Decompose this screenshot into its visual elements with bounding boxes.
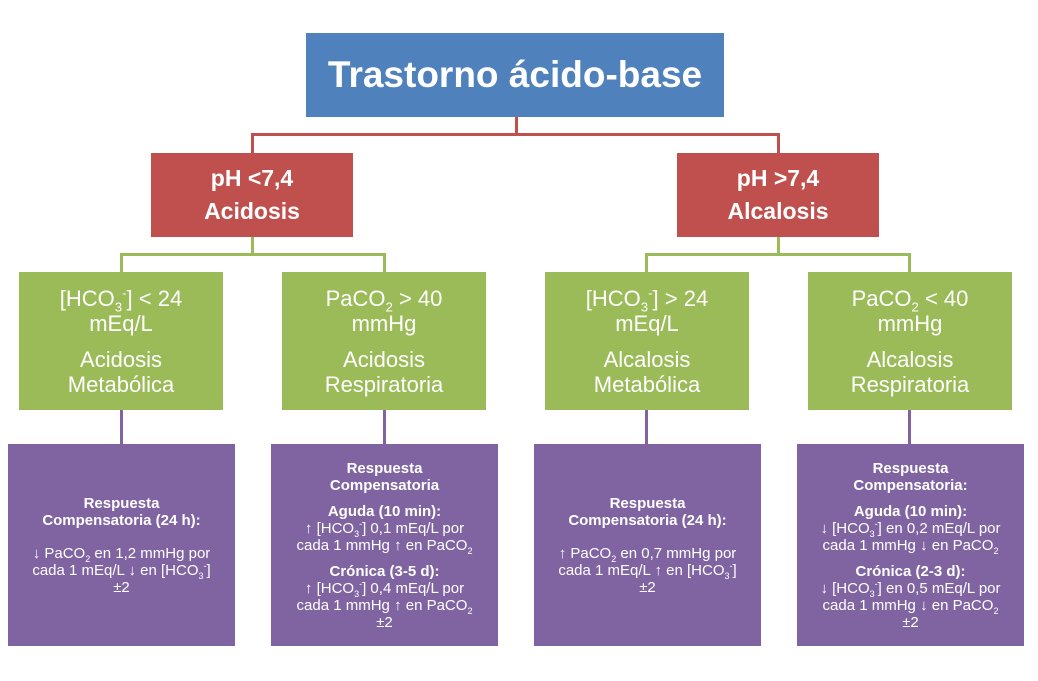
root-node: Trastorno ácido-base <box>306 33 724 117</box>
acidosis-connector <box>251 133 254 154</box>
comp-chronic-line-3: ±2 <box>376 613 393 631</box>
acidosis-node: pH <7,4 Acidosis <box>151 153 353 237</box>
alcalosis-metabolica-unit: mEq/L <box>615 310 679 336</box>
acidosis-respiratory-comp-connector <box>383 410 386 444</box>
acidosis-metabolica-name1: Acidosis <box>80 346 162 372</box>
comp-line-3: ±2 <box>113 578 130 596</box>
alcalosis-metabolica-node: [HCO3-] > 24 mEq/L Alcalosis Metabólica <box>545 272 749 410</box>
comp-title-1: Respuesta <box>609 494 686 512</box>
comp-title-2: Compensatoria (24 h): <box>568 511 727 529</box>
alcalosis-metabolic-connector <box>645 253 648 273</box>
acidosis-respiratoria-name1: Acidosis <box>343 346 425 372</box>
comp-chronic-line-3: ±2 <box>902 613 919 631</box>
acidosis-metabolica-compensation: Respuesta Compensatoria (24 h): ↓ PaCO2 … <box>8 444 235 646</box>
alcalosis-respiratoria-compensation: Respuesta Compensatoria: Aguda (10 min):… <box>797 444 1024 646</box>
comp-title-2: Compensatoria: <box>853 476 968 494</box>
root-connector-vertical <box>515 117 518 135</box>
comp-title-1: Respuesta <box>346 459 423 477</box>
alcalosis-respiratory-comp-connector <box>908 410 911 444</box>
alcalosis-node: pH >7,4 Alcalosis <box>677 153 879 237</box>
root-title: Trastorno ácido-base <box>327 54 703 95</box>
alcalosis-branch-vertical <box>777 237 780 254</box>
acidosis-respiratoria-compensation: Respuesta Compensatoria Aguda (10 min): … <box>271 444 498 646</box>
comp-chronic-line-1: ↑ [HCO3-] 0,4 mEq/L por <box>304 578 465 599</box>
comp-acute-title: Aguda (10 min): <box>853 502 968 520</box>
comp-line-1: ↓ PaCO2 en 1,2 mmHg por <box>32 544 211 564</box>
alcalosis-connector <box>777 133 780 154</box>
acidosis-metabolica-name2: Metabólica <box>67 371 175 397</box>
acidosis-metabolica-criterion: [HCO3-] < 24 <box>59 285 183 314</box>
alcalosis-metabolica-name1: Alcalosis <box>603 346 691 372</box>
alcalosis-respiratory-connector <box>908 253 911 273</box>
alcalosis-metabolica-criterion: [HCO3-] > 24 <box>585 285 709 314</box>
comp-title-2: Compensatoria <box>329 476 440 494</box>
comp-acute-title: Aguda (10 min): <box>327 502 442 520</box>
alcalosis-ph: pH >7,4 <box>736 165 820 191</box>
acidosis-respiratoria-name2: Respiratoria <box>324 371 444 397</box>
comp-chronic-title: Crónica (3-5 d): <box>329 562 440 580</box>
comp-acute-line-2: cada 1 mmHg ↑ en PaCO2 <box>296 536 473 556</box>
comp-chronic-line-1: ↓ [HCO3-] en 0,5 mEq/L por <box>820 578 1001 599</box>
acidosis-respiratory-connector <box>383 253 386 273</box>
acidosis-ph: pH <7,4 <box>210 165 294 191</box>
acidosis-metabolic-connector <box>120 253 123 273</box>
alcalosis-respiratoria-criterion: PaCO2 < 40 <box>851 285 969 314</box>
alcalosis-metabolica-name2: Metabólica <box>593 371 701 397</box>
alcalosis-branch-horizontal <box>645 253 911 256</box>
alcalosis-respiratoria-name2: Respiratoria <box>850 371 970 397</box>
acidosis-branch-vertical <box>251 237 254 254</box>
root-connector-horizontal <box>252 133 779 136</box>
acidosis-respiratoria-node: PaCO2 > 40 mmHg Acidosis Respiratoria <box>282 272 486 410</box>
comp-acute-line-2: cada 1 mmHg ↓ en PaCO2 <box>822 536 999 556</box>
alcalosis-respiratoria-unit: mmHg <box>877 310 943 336</box>
alcalosis-metabolica-compensation: Respuesta Compensatoria (24 h): ↑ PaCO2 … <box>534 444 761 646</box>
comp-acute-line-1: ↑ [HCO3-] 0,1 mEq/L por <box>304 518 465 539</box>
acidosis-metabolic-comp-connector <box>120 410 123 444</box>
alcalosis-respiratoria-name1: Alcalosis <box>866 346 954 372</box>
comp-line-2: cada 1 mEq/L ↓ en [HCO3-] <box>32 560 211 581</box>
comp-chronic-title: Crónica (2-3 d): <box>855 562 966 580</box>
comp-line-2: cada 1 mEq/L ↑ en [HCO3-] <box>558 560 737 581</box>
comp-title-1: Respuesta <box>83 494 160 512</box>
alcalosis-label: Alcalosis <box>727 198 829 224</box>
comp-chronic-line-2: cada 1 mmHg ↑ en PaCO2 <box>296 596 473 616</box>
comp-chronic-line-2: cada 1 mmHg ↓ en PaCO2 <box>822 596 999 616</box>
acidosis-label: Acidosis <box>204 198 300 224</box>
acidosis-metabolica-node: [HCO3-] < 24 mEq/L Acidosis Metabólica <box>19 272 223 410</box>
acidosis-branch-horizontal <box>120 253 386 256</box>
alcalosis-metabolic-comp-connector <box>645 410 648 444</box>
comp-title-2: Compensatoria (24 h): <box>42 511 201 529</box>
acidosis-respiratoria-criterion: PaCO2 > 40 <box>325 285 443 314</box>
comp-title-1: Respuesta <box>872 459 949 477</box>
acidosis-metabolica-unit: mEq/L <box>89 310 153 336</box>
acidosis-respiratoria-unit: mmHg <box>351 310 417 336</box>
comp-line-1: ↑ PaCO2 en 0,7 mmHg por <box>558 544 737 564</box>
comp-line-3: ±2 <box>639 578 656 596</box>
alcalosis-respiratoria-node: PaCO2 < 40 mmHg Alcalosis Respiratoria <box>808 272 1012 410</box>
comp-acute-line-1: ↓ [HCO3-] en 0,2 mEq/L por <box>820 518 1001 539</box>
